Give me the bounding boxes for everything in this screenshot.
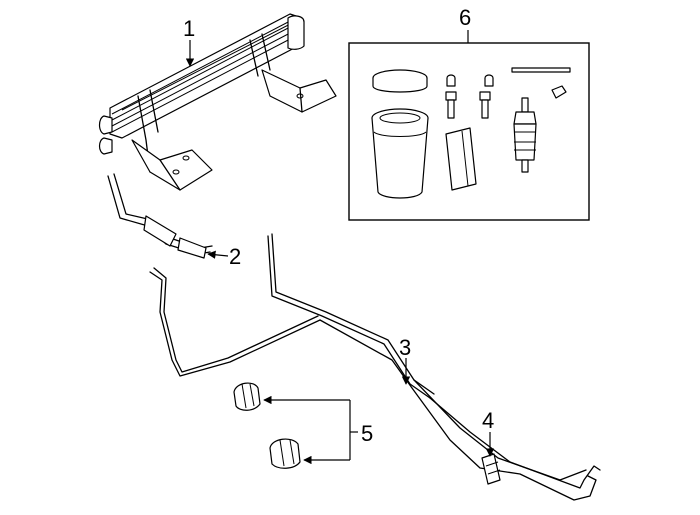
callout-3: 3: [399, 335, 411, 360]
kit-part-6: 6: [348, 5, 590, 221]
callout-1: 1: [183, 16, 195, 41]
line-clips-part-5: 5: [233, 382, 373, 469]
callout-2: 2: [229, 244, 241, 269]
cooler-tube-part-2: 2: [107, 173, 241, 269]
line-clip-part-4: 4: [481, 408, 501, 485]
callout-6: 6: [459, 5, 471, 30]
callout-4: 4: [482, 408, 494, 433]
oil-cooler-part-1: 1: [98, 13, 337, 191]
callout-5: 5: [361, 421, 373, 446]
cooler-tube-part-3: 3: [149, 233, 601, 501]
